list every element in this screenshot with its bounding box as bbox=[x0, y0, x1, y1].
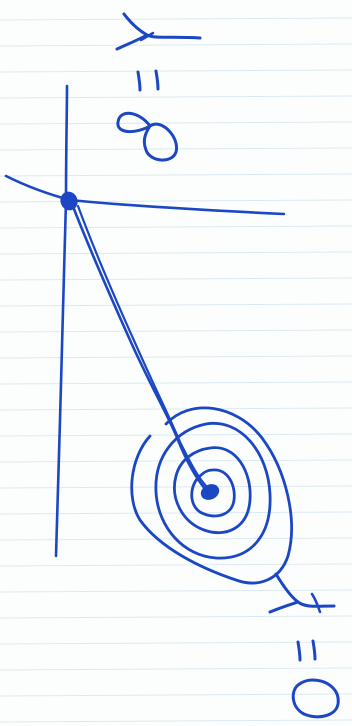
vertical-axis bbox=[56, 86, 67, 556]
bottom-equals-glyph bbox=[298, 641, 315, 660]
bottom-lambda-glyph bbox=[270, 574, 334, 612]
ruled-lines bbox=[0, 18, 352, 722]
top-equals-glyph bbox=[138, 71, 158, 90]
origin-point bbox=[58, 190, 79, 212]
regularization-path bbox=[72, 204, 208, 490]
top-label-lambda-infinity bbox=[117, 14, 200, 160]
axes bbox=[6, 86, 284, 556]
horizontal-axis bbox=[6, 176, 284, 214]
bottom-label-lambda-zero bbox=[270, 574, 338, 717]
bottom-zero-glyph bbox=[293, 680, 338, 717]
top-infinity-glyph bbox=[118, 113, 177, 160]
